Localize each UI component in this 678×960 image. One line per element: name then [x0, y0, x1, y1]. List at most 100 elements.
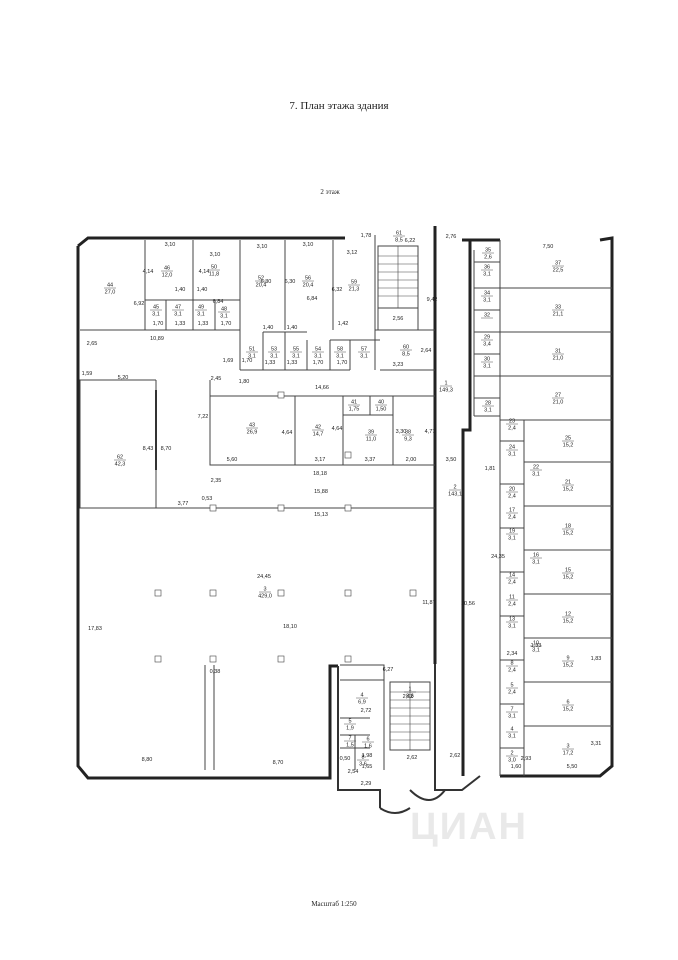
room-area: 3,1: [532, 648, 540, 654]
room-number: 48: [221, 307, 227, 313]
room-area: 3,0: [508, 758, 516, 764]
dimension-label: 3,50: [446, 457, 457, 463]
dimension-label: 1,40: [197, 287, 208, 293]
room-number: 28: [485, 401, 491, 407]
room-number: 4: [510, 727, 513, 733]
room-number: 32: [484, 313, 490, 319]
room-number: 10: [533, 641, 539, 647]
room-label: 43,1: [506, 727, 518, 740]
dimension-label: 5,60: [227, 457, 238, 463]
dimension-label: 3,31: [591, 741, 602, 747]
dimension-label: 3,10: [257, 244, 268, 250]
dimension-label: 8,43: [143, 446, 154, 452]
room-label: 46,9: [356, 693, 368, 706]
room-label: 32: [481, 313, 493, 319]
room-label: 608,5: [400, 345, 412, 358]
room-area: 8,5: [395, 238, 403, 244]
room-number: 8: [510, 661, 513, 667]
room-number: 29: [484, 335, 490, 341]
room-number: 38: [405, 430, 411, 436]
room-number: 50: [211, 265, 217, 271]
room-number: 35: [485, 248, 491, 254]
room-area: 3,1: [220, 314, 228, 320]
room-label: 61,6: [362, 737, 374, 750]
room-number: 37: [555, 261, 561, 267]
dimension-label: 2,62: [450, 753, 461, 759]
room-label: 73,1: [506, 707, 518, 720]
room-number: 41: [351, 400, 357, 406]
dimension-label: 2,00: [406, 457, 417, 463]
dimension-label: 1,70: [221, 321, 232, 327]
dimension-label: 6,30: [261, 279, 272, 285]
dimension-label: 1,83: [591, 656, 602, 662]
dimension-label: 1,70: [313, 360, 324, 366]
scale-label: Масштаб 1:250: [311, 900, 357, 908]
room-number: 2: [453, 485, 456, 491]
room-number: 11: [509, 595, 515, 601]
room-area: 20,4: [256, 283, 267, 289]
room-area: 3,1: [197, 312, 205, 318]
page-title: 7. План этажа здания: [289, 100, 389, 112]
room-number: 57: [361, 347, 367, 353]
room-area: 3,1: [152, 312, 160, 318]
dimension-label: 18,18: [313, 471, 327, 477]
room-area: 3,1: [360, 354, 368, 360]
dimension-label: 2,76: [446, 234, 457, 240]
dimension-label: 1,33: [531, 643, 542, 649]
room-number: 45: [153, 305, 159, 311]
room-label: 103,1: [530, 641, 542, 654]
columns: [154, 391, 417, 663]
dimension-label: 6,27: [383, 667, 394, 673]
big-hall-walls: [80, 507, 435, 770]
dimension-label: 1,42: [338, 321, 349, 327]
room-area: 3,1: [248, 354, 256, 360]
room-area: 11,8: [209, 272, 219, 278]
dimension-label: 24,45: [257, 574, 271, 580]
room-number: 43: [249, 423, 255, 429]
room-area: 15,2: [563, 707, 574, 713]
dimension-label: 1,33: [198, 321, 209, 327]
room-area: 1,5: [346, 743, 354, 749]
dimension-label: 1,33: [287, 360, 298, 366]
room-number: 15: [565, 568, 571, 574]
room-area: 2,6: [484, 255, 492, 261]
room-area: 14,7: [313, 432, 324, 438]
room-area: 2,4: [508, 602, 516, 608]
room-area: 27,0: [105, 290, 116, 296]
lower-stairs: [389, 681, 431, 751]
dimension-label: 1,70: [242, 358, 253, 364]
room-label: 303,1: [481, 357, 493, 370]
room-area: 21,0: [553, 356, 564, 362]
dimension-label: 4,77: [425, 429, 436, 435]
room-label: 23,0: [506, 751, 518, 764]
dimension-label: 1,70: [337, 360, 348, 366]
room-area: 3,1: [508, 734, 516, 740]
dimension-label: 2,45: [211, 376, 222, 382]
room-label: 483,1: [218, 307, 230, 320]
room-number: 39: [368, 430, 374, 436]
dimension-label: 4,64: [332, 426, 343, 432]
room-label: 583,1: [334, 347, 346, 360]
dimension-label: 6,84: [307, 296, 318, 302]
dimension-label: 2,72: [361, 708, 372, 714]
room-area: 15,2: [563, 663, 574, 669]
room-number: 2: [510, 751, 513, 757]
room-area: 3,1: [483, 272, 491, 278]
room-label: 493,1: [195, 305, 207, 318]
room-label: 243,1: [506, 445, 518, 458]
room-label: 51,9: [344, 719, 356, 732]
room-number: 34: [484, 291, 490, 297]
room-number: 59: [351, 280, 357, 286]
room-area: 3,1: [483, 364, 491, 370]
room-area: 15,2: [563, 487, 574, 493]
dimension-label: 1,98: [362, 753, 373, 759]
room-label: 411,75: [348, 400, 360, 413]
